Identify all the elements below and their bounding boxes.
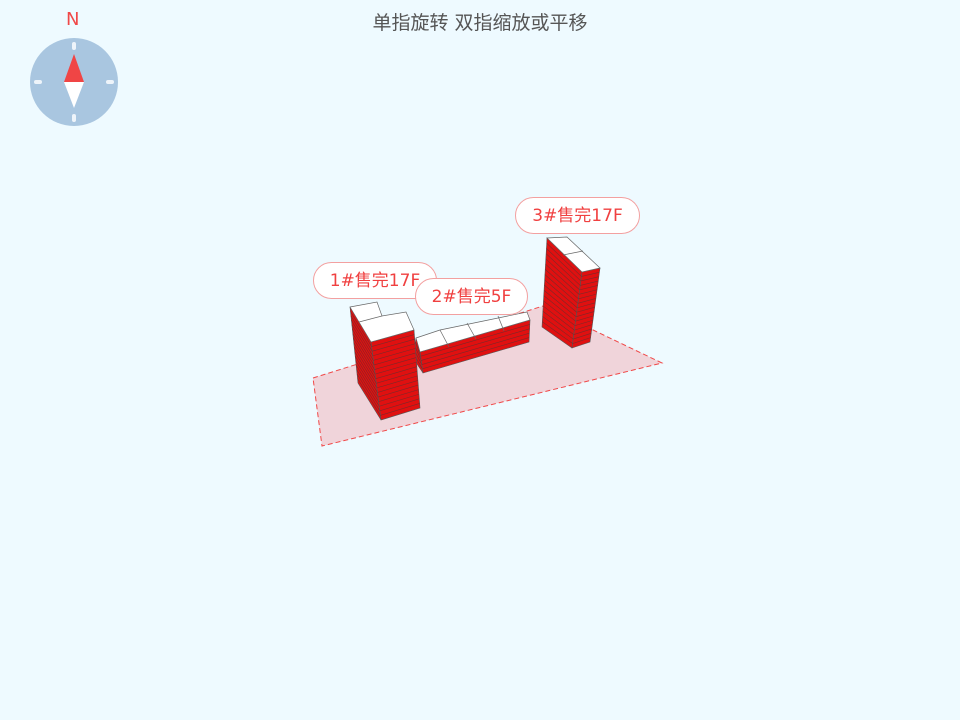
- floor-line: [352, 333, 375, 370]
- floor-line: [353, 342, 376, 379]
- floor-line: [421, 328, 530, 361]
- floor-line: [377, 380, 418, 393]
- building-2-roof: [415, 311, 531, 353]
- floor-line: [580, 276, 599, 282]
- floor-line: [542, 311, 574, 335]
- floor-line: [415, 341, 421, 357]
- floor-line: [578, 289, 598, 295]
- floor-line: [544, 279, 578, 308]
- floor-line: [356, 369, 380, 407]
- floor-line: [371, 334, 415, 347]
- floor-line: [577, 298, 596, 304]
- floor-line: [572, 337, 591, 344]
- floor-line: [544, 284, 577, 313]
- floor-line: [378, 389, 419, 402]
- floor-line: [576, 306, 595, 313]
- floor-line: [354, 356, 378, 393]
- floor-line: [350, 311, 372, 347]
- roof-edge: [358, 315, 383, 323]
- floor-line: [356, 373, 381, 411]
- floor-line: [351, 320, 374, 356]
- floor-line: [542, 321, 573, 344]
- floor-line: [375, 366, 417, 379]
- floor-line: [545, 258, 580, 291]
- floor-line: [354, 351, 378, 389]
- floor-line: [546, 248, 582, 282]
- floor-line: [581, 272, 600, 277]
- roof-edge: [562, 250, 584, 256]
- floor-line: [353, 347, 377, 384]
- floor-line: [422, 337, 530, 370]
- floor-line: [543, 295, 576, 322]
- floor-line: [545, 263, 580, 295]
- floor-line: [421, 332, 530, 365]
- floor-line: [355, 360, 379, 398]
- floor-line: [379, 393, 420, 407]
- floor-line: [544, 274, 579, 304]
- floor-line: [372, 343, 416, 357]
- floor-line: [414, 345, 422, 361]
- floor-line: [574, 324, 593, 331]
- floor-line: [357, 378, 381, 416]
- floor-line: [352, 329, 375, 366]
- floor-line: [573, 333, 592, 340]
- floor-line: [377, 384, 419, 398]
- floor-line: [375, 361, 417, 375]
- floor-line: [379, 398, 420, 412]
- floor-line: [543, 300, 576, 326]
- floor-line: [373, 348, 416, 361]
- floor-line: [353, 338, 376, 375]
- roof-edge: [497, 315, 505, 332]
- floor-line: [579, 285, 598, 291]
- floor-line: [580, 280, 599, 286]
- floor-line: [543, 290, 577, 317]
- compass-icon[interactable]: [30, 38, 118, 126]
- roof-edge: [439, 329, 450, 348]
- floor-line: [542, 305, 575, 331]
- floor-line: [542, 316, 574, 340]
- floor-line: [545, 253, 581, 286]
- floor-line: [376, 375, 418, 389]
- floor-line: [380, 403, 420, 416]
- floor-line: [574, 319, 594, 326]
- floor-line: [577, 302, 596, 309]
- floor-line: [573, 328, 592, 335]
- floor-line: [376, 371, 418, 384]
- floor-line: [545, 269, 579, 300]
- floor-line: [372, 338, 415, 352]
- floor-line: [576, 311, 595, 317]
- floor-line: [374, 357, 417, 370]
- building-label-2[interactable]: 2#售完5F: [415, 278, 528, 315]
- compass-north-label: N: [66, 9, 80, 30]
- floor-line: [575, 315, 594, 322]
- floor-line: [420, 324, 530, 357]
- building-label-3[interactable]: 3#售完17F: [515, 197, 640, 234]
- gesture-hint: 单指旋转 双指缩放或平移: [372, 12, 588, 34]
- building-3-roof: [546, 236, 601, 273]
- floor-line: [351, 324, 374, 361]
- roof-edge: [466, 322, 477, 340]
- floor-line: [355, 364, 379, 402]
- floor-line: [578, 293, 597, 300]
- floor-line: [350, 315, 373, 352]
- building-1-roof: [349, 301, 415, 343]
- floor-line: [546, 243, 582, 277]
- floor-line: [373, 352, 416, 366]
